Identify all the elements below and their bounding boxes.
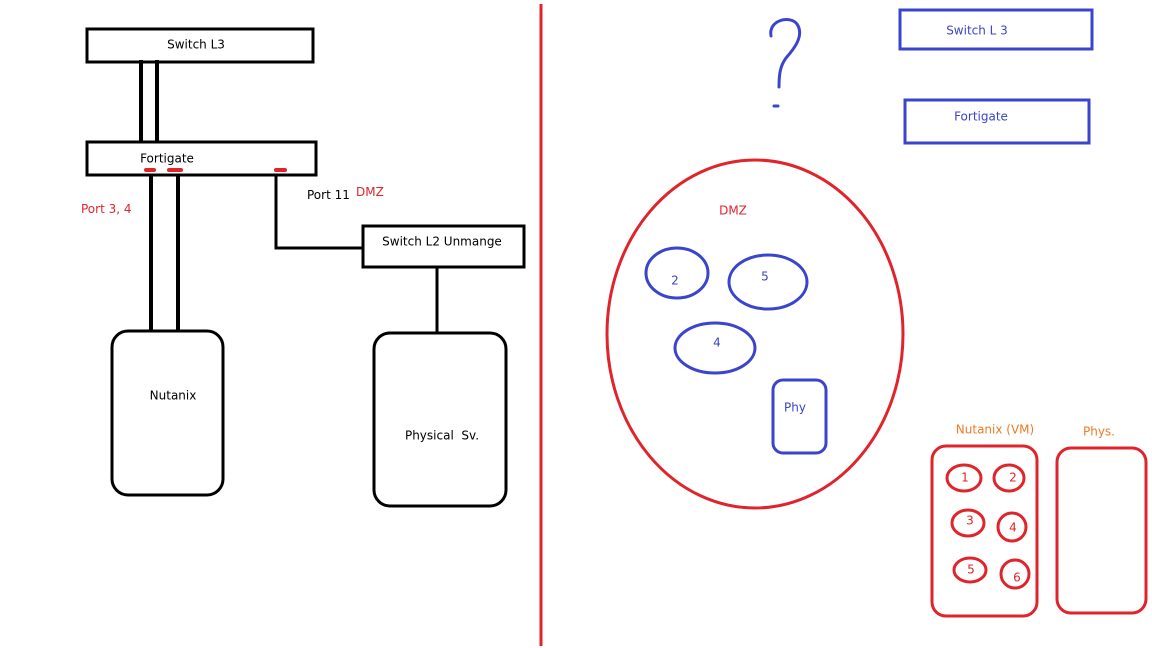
port-3-4-label: Port 3, 4 [81,202,132,216]
vm-item-6-ellipse [999,558,1031,590]
nutanix-vm-box [930,444,1039,618]
switch-l3-box [85,27,315,64]
vm-item-6-label: 6 [1013,571,1021,585]
fortigate-label: Fortigate [140,152,194,166]
vm-item-1-label: 1 [961,471,969,485]
vm-item-2-label: 2 [1009,471,1017,485]
vm-item-5-ellipse [952,556,988,584]
switch-l2-label: Switch L2 Unmange [382,235,502,249]
vm-item-2-ellipse [992,463,1026,493]
dmz-label-left: DMZ [356,185,384,199]
port-11-label: Port 11 [307,188,350,202]
question-mark-shape [769,18,802,89]
nutanix-label: Nutanix [150,389,197,403]
vm-item-5-label: 5 [967,563,975,577]
vm-item-1-ellipse [945,463,983,493]
fortigate-blue-label: Fortigate [954,110,1008,124]
phy-label: Phy [784,401,806,415]
dmz-item-2-label: 2 [671,274,679,288]
dmz-zone-ellipse [605,158,905,510]
phy-box [771,378,828,455]
dmz-item-5-ellipse [727,253,809,311]
vm-item-3-label: 3 [966,514,974,528]
switch-l3-label: Switch L3 [167,38,225,52]
dmz-item-2-ellipse [644,246,710,300]
switch-l3-blue-label: Switch L 3 [946,24,1008,38]
dmz-item-4-ellipse [673,321,757,375]
fortigate-blue-box [903,98,1091,145]
phys-box [1055,446,1148,615]
physical-sv-box [372,331,508,508]
phys-label: Phys. [1083,425,1115,439]
fortigate-box [85,140,318,177]
vm-item-4-label: 4 [1009,521,1017,535]
dmz-item-4-label: 4 [713,336,721,350]
physical-sv-label: Physical Sv. [405,429,479,443]
dmz-item-5-label: 5 [761,270,769,284]
vm-item-3-ellipse [950,508,986,538]
nutanix-vm-label: Nutanix (VM) [956,423,1034,437]
switch-l2-box [361,224,526,269]
port11-link [274,174,363,250]
switch-l3-blue-box [898,8,1094,51]
vm-item-4-ellipse [996,511,1028,543]
nutanix-box [110,329,225,497]
dmz-zone-label: DMZ [719,204,747,218]
